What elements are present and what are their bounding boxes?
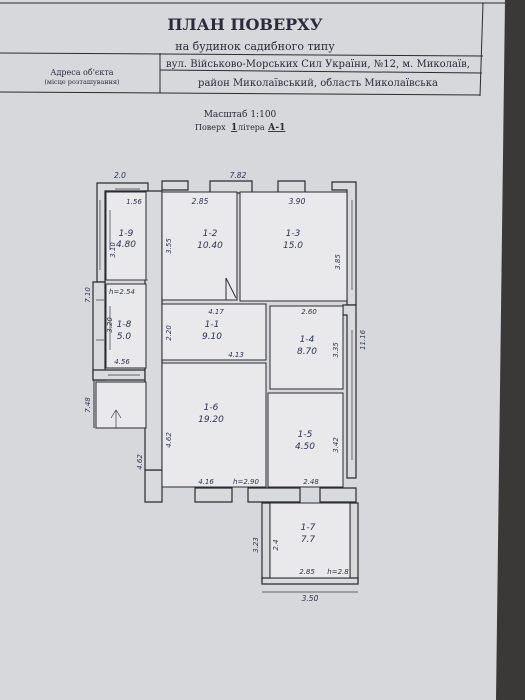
dim-r18-height: 3.20 <box>106 317 114 333</box>
address-sublabel: (місце розташування) <box>44 78 120 86</box>
dim-r11-height: 2.20 <box>165 325 173 341</box>
room-1-2-id: 1-2 <box>203 229 218 239</box>
paper-shadow-strip <box>496 0 525 700</box>
dim-r19-width: 1.56 <box>126 198 142 206</box>
dim-r19-height: 3.10 <box>109 242 117 258</box>
room-1-8-id: 1-8 <box>117 320 132 330</box>
room-1-1-id: 1-1 <box>205 320 220 330</box>
dim-left-ext: 7.48 <box>84 397 92 413</box>
room-1-4-id: 1-4 <box>300 335 315 345</box>
dim-left-ext2: 4.62 <box>136 454 144 470</box>
room-1-6-area: 19.20 <box>198 415 224 425</box>
address-line-1: вул. Військово-Морських Сил України, №12… <box>166 59 470 70</box>
floor-prefix: Поверх <box>195 123 226 132</box>
room-1-3-area: 15.0 <box>283 241 303 251</box>
dim-r14-top: 2.60 <box>301 308 317 316</box>
dim-bottom-width: 3.50 <box>302 594 319 603</box>
dim-r17-height: 3.23 <box>252 537 260 553</box>
room-1-3-id: 1-3 <box>286 229 301 239</box>
litera-value: А-1 <box>268 123 285 133</box>
room-1-7-area: 7.7 <box>301 535 316 545</box>
dim-r18-width: 4.56 <box>114 358 130 366</box>
dim-r13-height: 3.85 <box>334 254 342 270</box>
floor-value: 1 <box>231 123 237 133</box>
litera-prefix: літера <box>238 123 265 132</box>
room-1-4-area: 8.70 <box>297 347 317 357</box>
dim-left-total: 7.10 <box>84 287 92 303</box>
address-line-2: район Миколаївський, область Миколаївськ… <box>198 78 438 89</box>
dim-r12-height: 3.55 <box>165 238 173 254</box>
address-label: Адреса об'єкта <box>50 68 113 77</box>
page-subtitle: на будинок садибного типу <box>175 40 335 53</box>
room-1-9-id: 1-9 <box>119 229 134 239</box>
room-1-7-id: 1-7 <box>301 523 316 533</box>
dim-r17-width: 2.85 <box>299 568 315 576</box>
scale-label: Масштаб 1:100 <box>204 109 277 120</box>
room-1-5-id: 1-5 <box>298 430 313 440</box>
dim-r14-height: 3.35 <box>332 342 340 358</box>
room-1-5-area: 4.50 <box>295 442 315 452</box>
room-1-6-id: 1-6 <box>204 403 219 413</box>
floor-plan <box>92 180 359 585</box>
dim-top-left: 2.0 <box>114 171 126 180</box>
dim-ceiling-h2: h=2.90 <box>233 478 259 486</box>
dim-r16-height: 4.62 <box>165 432 173 448</box>
dim-ceiling-h: h=2.54 <box>109 288 135 296</box>
dim-r17-height-2: 2.4 <box>272 539 280 550</box>
room-1-8-area: 5.0 <box>117 332 132 342</box>
dim-ceiling-h3: h=2.8 <box>327 568 349 576</box>
room-1-2-area: 10.40 <box>197 241 223 251</box>
room-labels: 1-9 4.80 1-2 10.40 1-3 15.0 1-8 5.0 1-1 … <box>116 229 317 545</box>
dim-right-total: 11.16 <box>359 329 367 350</box>
room-1-1-area: 9.10 <box>202 332 222 342</box>
dim-top-mid: 7.82 <box>230 171 247 180</box>
dim-r16-bottom: 4.16 <box>198 478 214 486</box>
dim-r15-bottom: 2.48 <box>303 478 319 486</box>
dim-r11-top: 4.17 <box>208 308 224 316</box>
dim-r15-height: 3.42 <box>332 437 340 453</box>
page-title: ПЛАН ПОВЕРХУ <box>167 15 322 34</box>
room-1-9-area: 4.80 <box>116 240 136 250</box>
dim-r11-bottom: 4.13 <box>228 351 244 359</box>
dimension-labels: 2.0 7.82 2.85 3.90 1.56 3.10 3.55 3.85 7… <box>84 171 367 603</box>
dim-r13-width: 3.90 <box>289 197 306 206</box>
dim-r12-width: 2.85 <box>192 197 209 206</box>
